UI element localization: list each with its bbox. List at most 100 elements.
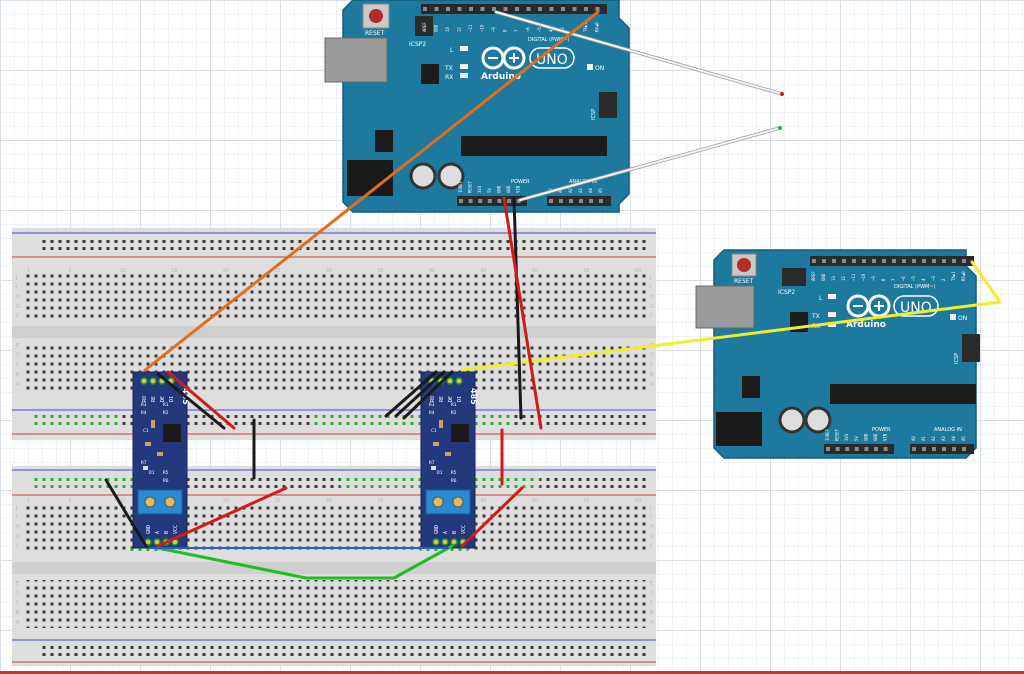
header-pin[interactable]	[595, 7, 600, 11]
module-pin-bottom[interactable]	[441, 538, 449, 546]
header-pin-label: VIN	[883, 433, 888, 441]
terminal-screw[interactable]	[452, 496, 464, 508]
header-pin[interactable]	[572, 7, 577, 11]
wire-black-m1-gnd[interactable]	[104, 478, 148, 548]
header-pin[interactable]	[480, 7, 485, 11]
header-pin[interactable]	[497, 199, 502, 203]
wire-black-m2-c[interactable]	[402, 370, 454, 420]
header-pin[interactable]	[902, 259, 906, 263]
header-pin[interactable]	[854, 447, 859, 451]
breadboard-row-letter: H	[650, 294, 654, 300]
header-pin[interactable]	[515, 7, 519, 11]
header-pin[interactable]	[845, 447, 850, 451]
header-pin[interactable]	[459, 199, 463, 203]
power-header[interactable]	[824, 444, 894, 454]
reset-button-knob[interactable]	[369, 9, 383, 23]
wire-black-m2-a[interactable]	[384, 370, 438, 418]
header-pin[interactable]	[962, 447, 966, 451]
header-pin[interactable]	[822, 259, 826, 263]
header-pin[interactable]	[549, 199, 553, 203]
wire-orange[interactable]	[143, 10, 600, 372]
header-pin-label: RESET	[835, 428, 840, 441]
header-pin[interactable]	[952, 259, 956, 263]
header-pin[interactable]	[446, 7, 450, 11]
header-pin[interactable]	[579, 199, 583, 203]
capacitor-1	[409, 162, 437, 190]
breadboard-row-letter: H	[16, 524, 20, 530]
header-pin[interactable]	[584, 7, 588, 11]
header-pin[interactable]	[561, 7, 565, 11]
header-pin[interactable]	[882, 259, 886, 263]
header-pin[interactable]	[469, 7, 473, 11]
module-pin-bottom[interactable]	[432, 538, 440, 546]
reset-button-knob[interactable]	[737, 258, 751, 272]
header-pin[interactable]	[549, 7, 554, 11]
header-pin[interactable]	[883, 447, 888, 451]
power-header[interactable]	[457, 196, 527, 206]
header-pin[interactable]	[487, 199, 492, 203]
wire-red-m2-vcc[interactable]	[460, 486, 524, 548]
header-pin[interactable]	[962, 259, 966, 263]
rs485-module-left[interactable]: ROREDEDI485R3R4R1R2C1U1R7D1R5R6VCCBAGND	[132, 371, 190, 549]
rs485-module-right[interactable]: ROREDEDI485R3R4R1R2C1U1R7D1R5R6VCCBAGND	[420, 371, 478, 549]
header-pin[interactable]	[538, 7, 542, 11]
wire-black-m2-b[interactable]	[394, 370, 446, 418]
wire-red-m1-a[interactable]	[166, 370, 236, 430]
header-pin[interactable]	[559, 199, 563, 203]
header-pin[interactable]	[872, 259, 876, 263]
digital-header[interactable]	[421, 4, 607, 14]
header-pin[interactable]	[952, 447, 956, 451]
breadboard-column-number: 25	[274, 498, 280, 504]
header-pin[interactable]	[892, 259, 896, 263]
header-pin[interactable]	[599, 199, 603, 203]
wire-green-rs485[interactable]	[156, 544, 454, 580]
header-pin[interactable]	[503, 7, 508, 11]
header-pin[interactable]	[864, 447, 869, 451]
header-pin[interactable]	[942, 447, 946, 451]
module-pin-top[interactable]	[140, 377, 148, 385]
header-pin[interactable]	[423, 7, 427, 11]
header-pin[interactable]	[569, 199, 573, 203]
header-pin[interactable]	[492, 7, 496, 11]
header-pin[interactable]	[507, 199, 511, 203]
header-pin[interactable]	[912, 259, 916, 263]
module-pin-top[interactable]	[446, 377, 454, 385]
header-pin[interactable]	[912, 447, 916, 451]
header-pin[interactable]	[922, 447, 926, 451]
terminal-screw[interactable]	[164, 496, 176, 508]
wire-red-5v[interactable]	[502, 196, 543, 430]
wire-yellow[interactable]	[460, 260, 1002, 372]
header-pin[interactable]	[842, 259, 846, 263]
header-pin[interactable]	[932, 447, 936, 451]
module-title: 485	[469, 388, 478, 405]
module-pin-top[interactable]	[455, 377, 463, 385]
wire-black-gnd[interactable]	[512, 196, 523, 420]
header-pin[interactable]	[826, 447, 830, 451]
wire-white-2[interactable]	[519, 127, 781, 201]
header-pin[interactable]	[862, 259, 866, 263]
header-pin[interactable]	[478, 199, 483, 203]
header-pin[interactable]	[874, 447, 878, 451]
header-pin[interactable]	[942, 259, 946, 263]
wire-white-1[interactable]	[495, 11, 783, 95]
breadboard-row-letter: J	[15, 275, 17, 281]
header-pin[interactable]	[812, 259, 816, 263]
header-pin[interactable]	[922, 259, 926, 263]
header-pin[interactable]	[852, 259, 856, 263]
header-pin[interactable]	[468, 199, 473, 203]
header-pin[interactable]	[932, 259, 936, 263]
header-pin[interactable]	[434, 7, 439, 11]
header-pin[interactable]	[589, 199, 593, 203]
wire-red-m1-vcc[interactable]	[156, 486, 288, 548]
terminal-screw[interactable]	[144, 496, 156, 508]
header-pin[interactable]	[457, 7, 462, 11]
terminal-screw[interactable]	[432, 496, 444, 508]
wire-black-m1-a[interactable]	[156, 372, 226, 430]
module-pin-bottom[interactable]	[450, 538, 458, 546]
module-pin-top[interactable]	[149, 377, 157, 385]
header-pin[interactable]	[832, 259, 836, 263]
header-pin[interactable]	[835, 447, 840, 451]
header-pin[interactable]	[526, 7, 531, 11]
